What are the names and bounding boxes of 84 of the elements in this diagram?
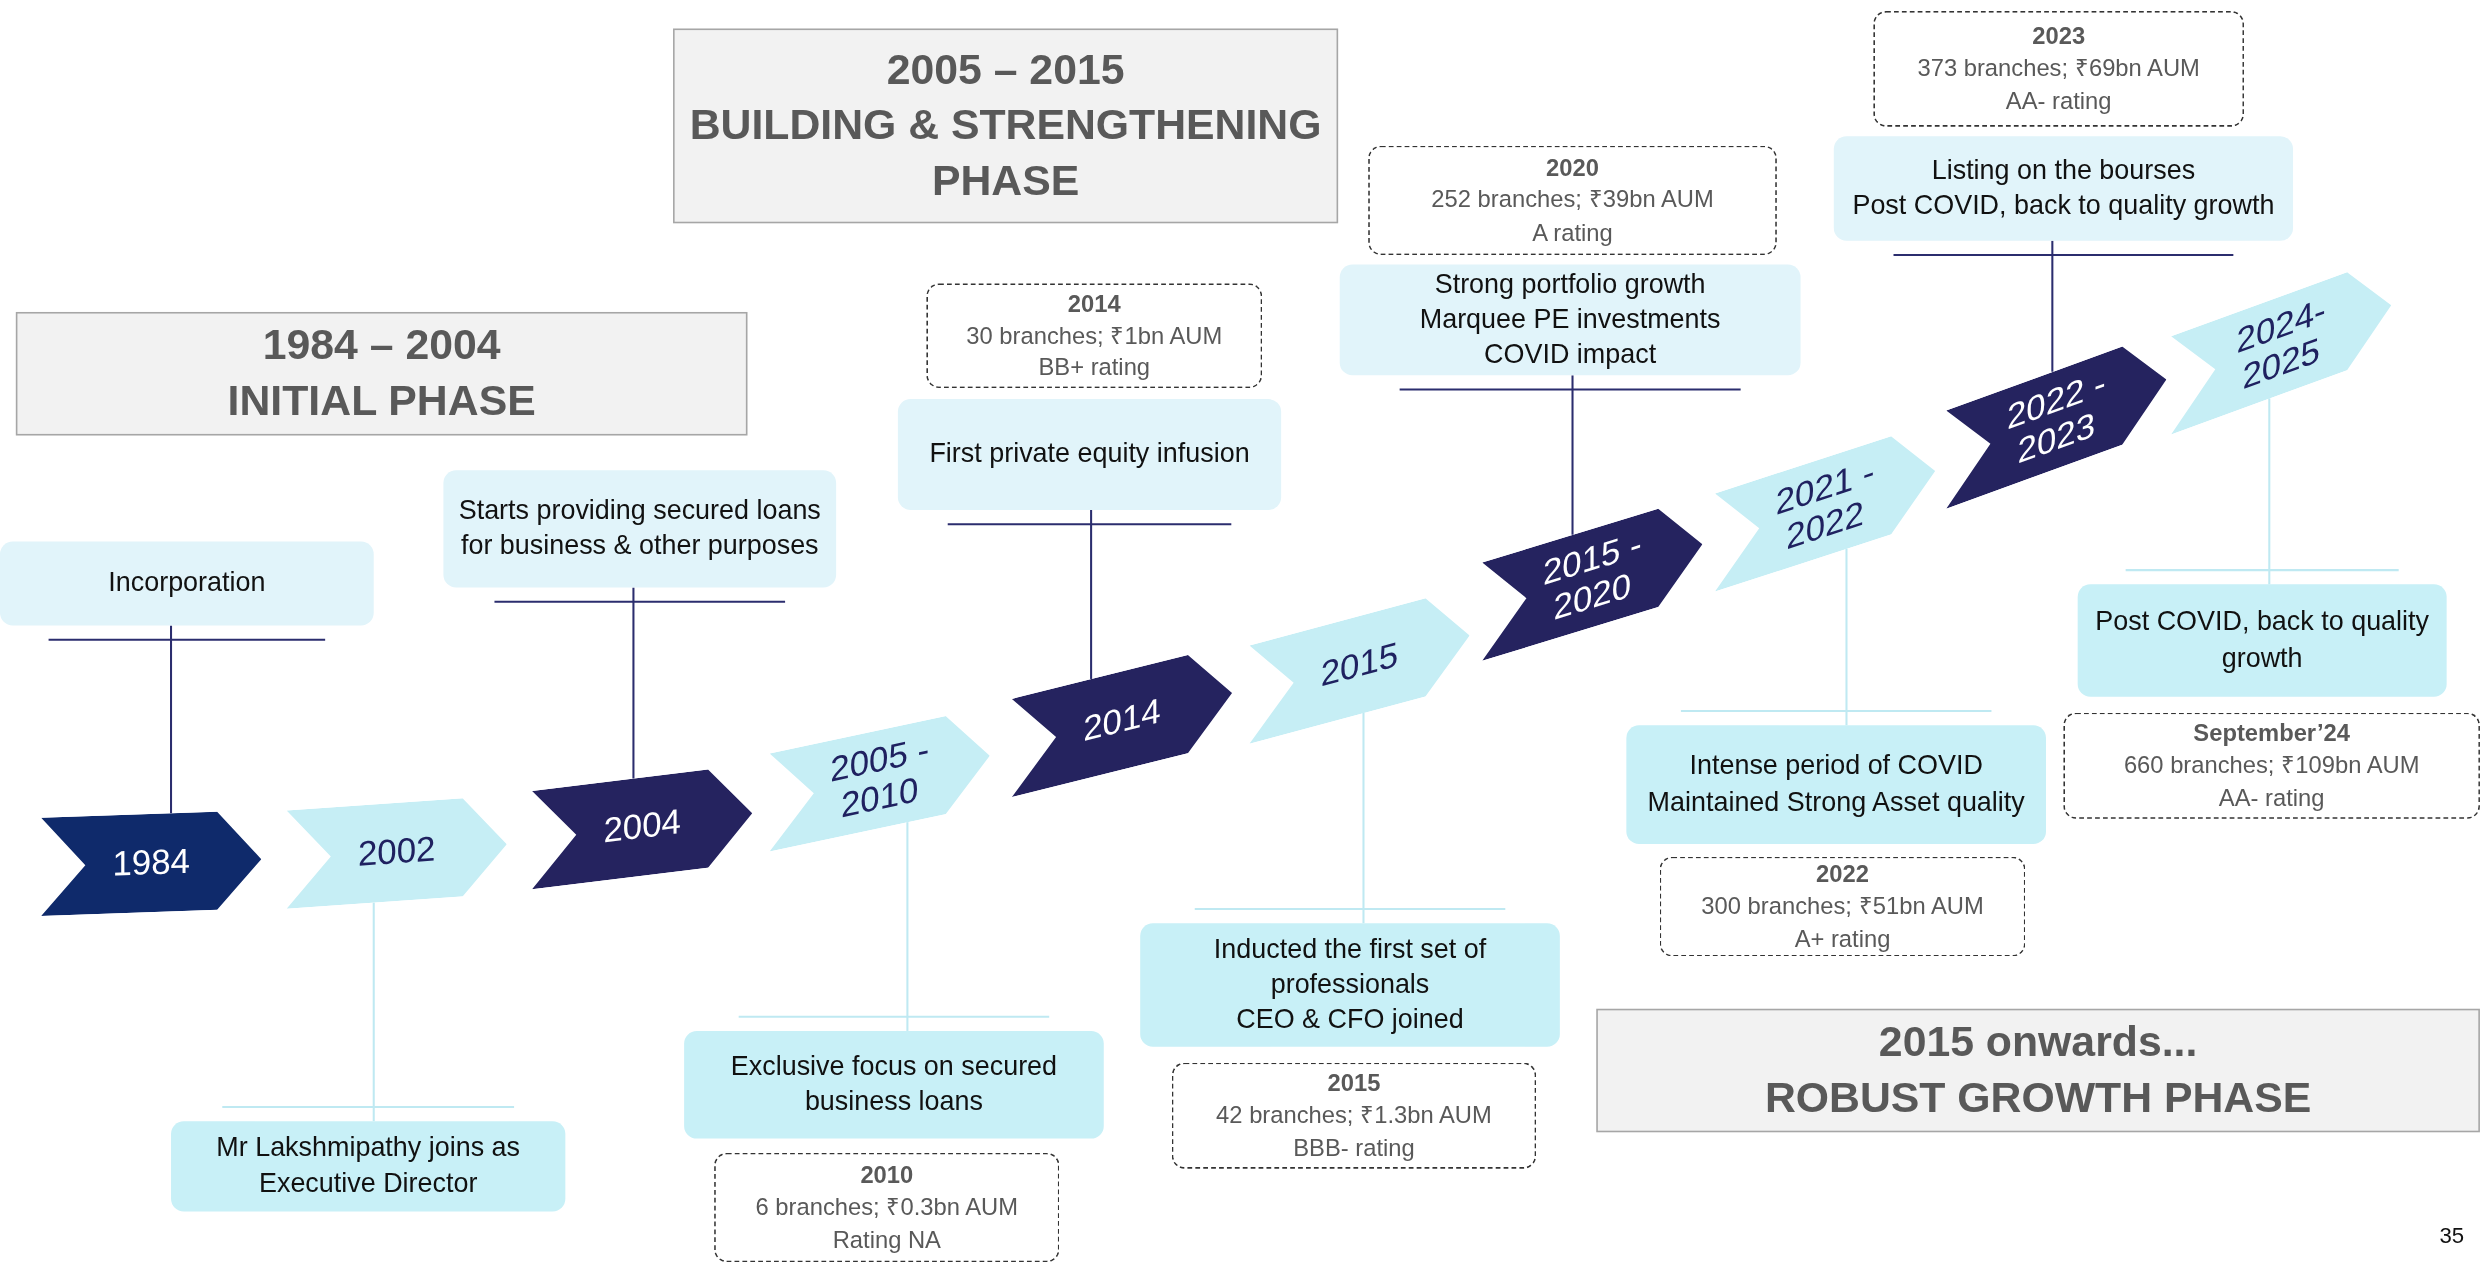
stats-text: AA- rating <box>2005 85 2112 116</box>
stats-box <box>1659 856 2026 957</box>
stats-text: 42 branches; ₹1.3bn AUM <box>1216 1100 1492 1131</box>
stats-text: 252 branches; ₹39bn AUM <box>1431 184 1714 215</box>
callout-text: Strong portfolio growth <box>1434 268 1706 302</box>
phase-title: INITIAL PHASE <box>227 375 536 427</box>
stats-text: 660 branches; ₹109bn AUM <box>2123 750 2420 781</box>
stats-heading: 2010 <box>860 1160 914 1190</box>
callout-text: Marquee PE investments <box>1419 303 1721 337</box>
year-label: 2014 <box>1082 691 1160 750</box>
leader-line <box>1090 509 1093 679</box>
stats-text: A+ rating <box>1794 923 1891 954</box>
stats-heading: September’24 <box>2193 718 2350 749</box>
callout-text: Mr Lakshmipathy joins as Executive Director <box>215 1131 522 1200</box>
leader-line <box>2268 398 2271 585</box>
callout-text: CEO & CFO joined <box>1236 1003 1464 1037</box>
leader-line <box>906 822 909 1031</box>
stats-text: BBB- rating <box>1293 1132 1415 1163</box>
callout-text: Incorporation <box>108 566 266 600</box>
phase-title: 2015 onwards... <box>1878 1017 2198 1068</box>
leader-line <box>170 625 173 814</box>
stats-text: Rating NA <box>832 1224 941 1255</box>
stats-text: 6 branches; ₹0.3bn AUM <box>755 1192 1019 1222</box>
year-label: 2004 <box>602 802 681 851</box>
stats-box <box>1171 1062 1537 1169</box>
stats-box <box>2063 712 2480 819</box>
year-label: 2022 - 2023 <box>2005 362 2106 474</box>
year-label: 2021 - 2022 <box>1773 451 1875 560</box>
stats-text: 30 branches; ₹1bn AUM <box>966 320 1223 351</box>
callout-box <box>1833 136 2294 241</box>
callout-text: Listing on the bourses <box>1931 154 2196 188</box>
callout-text: Starts providing secured loans for business & other purposes <box>457 494 822 563</box>
year-label: 2002 <box>357 830 435 874</box>
stats-text: A rating <box>1532 216 1613 248</box>
page-number: 35 <box>2439 1222 2465 1248</box>
leader-line <box>372 902 375 1122</box>
leader-line <box>1571 375 1574 535</box>
stats-heading: 2014 <box>1067 288 1121 319</box>
year-label: 2005 - 2010 <box>828 729 930 828</box>
stats-text: 300 branches; ₹51bn AUM <box>1701 891 1984 922</box>
stats-box <box>714 1152 1060 1263</box>
callout-box <box>2077 584 2447 697</box>
stats-box <box>1873 11 2244 127</box>
callout-box <box>1626 725 2046 845</box>
phase-box <box>15 311 748 436</box>
year-label: 2015 <box>1319 635 1398 695</box>
callout-box <box>897 399 1282 510</box>
stats-heading: 2022 <box>1816 859 1869 889</box>
stats-heading: 2023 <box>2032 21 2086 52</box>
stats-heading: 2015 <box>1327 1068 1381 1099</box>
callout-box <box>0 541 374 626</box>
phase-title: BUILDING & STRENGTHENING PHASE <box>688 100 1323 207</box>
stats-box <box>926 283 1263 388</box>
callout-box <box>684 1030 1104 1139</box>
phase-box <box>673 28 1339 224</box>
phase-title: 1984 – 2004 <box>262 320 501 371</box>
stats-heading: 2020 <box>1546 152 1599 183</box>
year-label: 2015 - 2020 <box>1541 523 1642 630</box>
callout-box <box>1140 923 1560 1047</box>
stats-text: 373 branches; ₹69bn AUM <box>1917 53 2200 84</box>
callout-box <box>1339 264 1801 376</box>
stats-text: AA- rating <box>2218 782 2325 813</box>
callout-text: First private equity infusion <box>929 437 1250 471</box>
year-label: 1984 <box>111 842 190 884</box>
callout-text: Intense period of COVID <box>1689 750 1983 784</box>
callout-text: Post COVID, back to quality growth <box>1852 189 2275 223</box>
callout-text: Post COVID, back to quality growth <box>2094 606 2430 675</box>
stats-text: BB+ rating <box>1038 352 1151 383</box>
callout-text: COVID impact <box>1484 337 1657 372</box>
leader-line <box>1362 712 1365 924</box>
callout-box <box>171 1121 566 1212</box>
year-label: 2024-2025 <box>2234 288 2326 400</box>
stats-box <box>1368 145 1777 255</box>
timeline-segment <box>40 810 261 916</box>
callout-text: Maintained Strong Asset quality <box>1647 785 2025 819</box>
phase-title: ROBUST GROWTH PHASE <box>1764 1072 2312 1124</box>
phase-title: 2005 – 2015 <box>886 44 1125 96</box>
callout-text: Exclusive focus on secured business loans <box>729 1050 1059 1119</box>
leader-line <box>1845 548 1848 726</box>
callout-text: Inducted the first set of professionals <box>1212 933 1488 1002</box>
leader-line <box>2051 240 2054 372</box>
phase-box <box>1596 1008 2480 1133</box>
callout-box <box>443 470 837 588</box>
leader-line <box>632 587 635 779</box>
